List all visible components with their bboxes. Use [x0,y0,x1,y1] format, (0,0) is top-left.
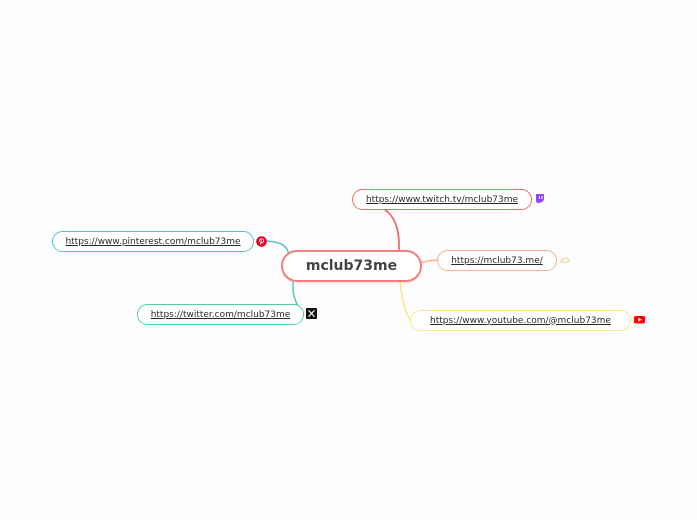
connector-youtube [399,281,413,321]
node-youtube[interactable]: https://www.youtube.com/@mclub73me [410,310,631,331]
link-twitch[interactable]: https://www.twitch.tv/mclub73me [365,194,519,205]
link-website[interactable]: https://mclub73.me/ [451,255,543,266]
node-twitter[interactable]: https://twitter.com/mclub73me [137,304,304,325]
node-twitch[interactable]: https://www.twitch.tv/mclub73me [352,189,532,210]
cloud-icon[interactable] [559,254,570,265]
pinterest-icon[interactable] [256,236,267,247]
link-pinterest[interactable]: https://www.pinterest.com/mclub73me [65,236,241,247]
connector-website [420,259,438,264]
node-website[interactable]: https://mclub73.me/ [437,250,557,271]
central-topic-label: mclub73me [305,258,398,274]
central-topic[interactable]: mclub73me [281,250,422,282]
link-twitter[interactable]: https://twitter.com/mclub73me [150,309,291,320]
x-icon[interactable] [306,308,317,319]
twitch-icon[interactable] [534,193,545,204]
node-pinterest[interactable]: https://www.pinterest.com/mclub73me [52,231,254,252]
link-youtube[interactable]: https://www.youtube.com/@mclub73me [430,315,611,326]
youtube-icon[interactable] [634,314,645,325]
